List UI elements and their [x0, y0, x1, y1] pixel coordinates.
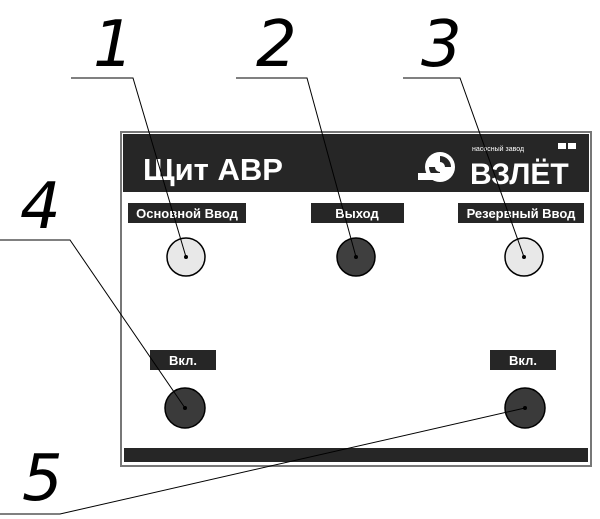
- label-main-input: Основной Ввод: [136, 206, 239, 221]
- leader-dot-1: [184, 255, 188, 259]
- label-on-left: Вкл.: [169, 353, 197, 368]
- leader-dot-3: [522, 255, 526, 259]
- label-output-bg: [311, 203, 404, 223]
- leader-line-1: [71, 77, 187, 258]
- leader-dot-5: [523, 406, 527, 410]
- callout-3: 3: [421, 8, 462, 82]
- logo-name: ВЗЛЁТ: [470, 158, 569, 191]
- callout-5: 5: [22, 442, 63, 516]
- pump-impeller-icon: [429, 156, 451, 178]
- leader-dot-4: [183, 406, 187, 410]
- label-on-right: Вкл.: [509, 353, 537, 368]
- logo-mark-1: [558, 143, 566, 149]
- label-on-right-bg: [490, 350, 556, 370]
- label-reserve-input-bg: [458, 203, 584, 223]
- vzlet-logo: насосный завод ВЗЛЁТ: [418, 143, 576, 191]
- label-on-left-bg: [150, 350, 216, 370]
- panel-header: [123, 134, 589, 192]
- logo-caption: насосный завод: [472, 145, 524, 153]
- leader-line-4: [0, 239, 186, 409]
- panel-title: Щит АВР: [143, 152, 283, 187]
- label-output: Выход: [335, 206, 379, 221]
- logo-mark-2: [568, 143, 576, 149]
- callout-1: 1: [93, 8, 134, 82]
- leader-line-5: [0, 407, 526, 515]
- label-reserve-input: Резервный Ввод: [467, 206, 577, 221]
- leader-line-3: [403, 77, 525, 258]
- label-main-input-bg: [128, 203, 246, 223]
- logo-pipe: [418, 173, 440, 180]
- leader-dot-2: [354, 255, 358, 259]
- leader-lines: [0, 77, 526, 515]
- panel-bottom-strip: [124, 448, 588, 462]
- callout-4: 4: [20, 170, 61, 244]
- callout-2: 2: [256, 8, 297, 82]
- leader-line-2: [236, 77, 357, 258]
